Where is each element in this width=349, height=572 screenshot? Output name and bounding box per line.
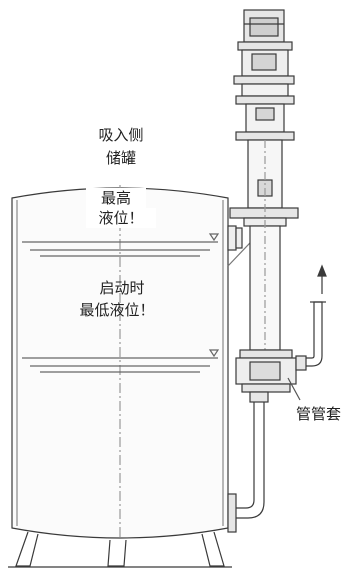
max-level-lines [22,233,220,257]
max-level-label-line1: 最高 [86,188,146,208]
min-level-label-line1: 启动时 [99,279,145,297]
pump-column [229,139,299,351]
max-level-marker-icon [208,233,220,242]
min-level-marker-icon [208,349,220,358]
min-level-label-line2: 最低液位！ [79,301,155,319]
bearing-housing [235,83,295,141]
discharge-pipe [295,301,326,371]
pump-casing [235,349,297,393]
suction-pipe [227,391,269,533]
sleeve-leader-line [287,377,301,401]
motor [233,9,295,85]
sleeve-label: 管管套 [296,405,342,423]
vertical-pump [227,9,326,533]
max-level-label-line2: 液位！ [86,208,156,228]
upper-nozzle [227,225,243,251]
tank-title-line1: 吸入侧 [98,126,144,144]
tank-legs [8,531,232,568]
flow-direction-arrow-icon [317,264,327,294]
tank-title-line2: 储罐 [105,149,136,167]
min-level-lines [22,349,220,373]
